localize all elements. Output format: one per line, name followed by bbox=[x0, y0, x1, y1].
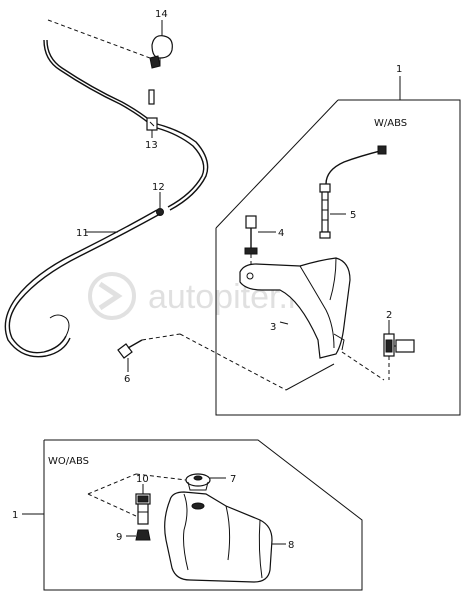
callout-8: 8 bbox=[288, 540, 294, 551]
dashed-link-pump10-b bbox=[87, 493, 137, 517]
callout-9: 9 bbox=[116, 532, 122, 543]
tube-joint bbox=[148, 89, 155, 105]
bolt-6 bbox=[117, 339, 143, 359]
hose-clip-12 bbox=[156, 208, 164, 216]
callout-11: 11 bbox=[76, 228, 89, 239]
callout-7: 7 bbox=[230, 474, 236, 485]
hose-upper-outer bbox=[46, 39, 153, 123]
callout-14: 14 bbox=[155, 9, 168, 20]
callout-2: 2 bbox=[386, 310, 392, 321]
without-abs-frame bbox=[43, 439, 363, 591]
level-sensor-5 bbox=[319, 145, 387, 239]
callout-10: 10 bbox=[136, 474, 149, 485]
leader-3 bbox=[279, 321, 289, 325]
link-tank-bottom bbox=[285, 363, 335, 391]
dashed-link-pump10-a bbox=[87, 473, 137, 495]
hose-middle-inner bbox=[156, 127, 205, 208]
with-abs-frame bbox=[215, 99, 461, 416]
dashed-link-tank-left bbox=[179, 333, 287, 391]
dashed-link-pump10-c bbox=[135, 473, 187, 481]
washer-nozzle-14 bbox=[149, 35, 173, 69]
hose-joint-13 bbox=[146, 117, 158, 131]
dashed-link-bolt6 bbox=[141, 333, 181, 341]
dashed-link-nozzle bbox=[47, 19, 151, 59]
washer-pump-2 bbox=[383, 333, 415, 357]
callout-1-top: 1 bbox=[396, 64, 402, 75]
grommet-9 bbox=[135, 529, 151, 541]
callout-6: 6 bbox=[124, 374, 130, 385]
callout-4: 4 bbox=[278, 228, 284, 239]
filler-cap-7 bbox=[185, 473, 211, 491]
callout-3: 3 bbox=[270, 322, 276, 333]
hose-11-outer bbox=[4, 209, 158, 358]
washer-pump-10 bbox=[135, 493, 151, 525]
hose-11-end bbox=[49, 314, 70, 337]
callout-12: 12 bbox=[152, 182, 165, 193]
callout-13: 13 bbox=[145, 140, 158, 151]
bolt-4 bbox=[244, 215, 258, 255]
reservoir-tank-8 bbox=[164, 491, 273, 583]
with-abs-label: W/ABS bbox=[374, 118, 407, 129]
arrow-logo-icon bbox=[88, 272, 136, 320]
hose-11 bbox=[8, 213, 161, 354]
callout-1-bottom: 1 bbox=[12, 510, 18, 521]
dashed-link-pump2 bbox=[341, 351, 385, 381]
callout-5: 5 bbox=[350, 210, 356, 221]
hose-upper bbox=[43, 39, 151, 125]
without-abs-label: WO/ABS bbox=[48, 456, 89, 467]
reservoir-tank-3 bbox=[239, 257, 351, 359]
hose-middle bbox=[156, 123, 209, 211]
